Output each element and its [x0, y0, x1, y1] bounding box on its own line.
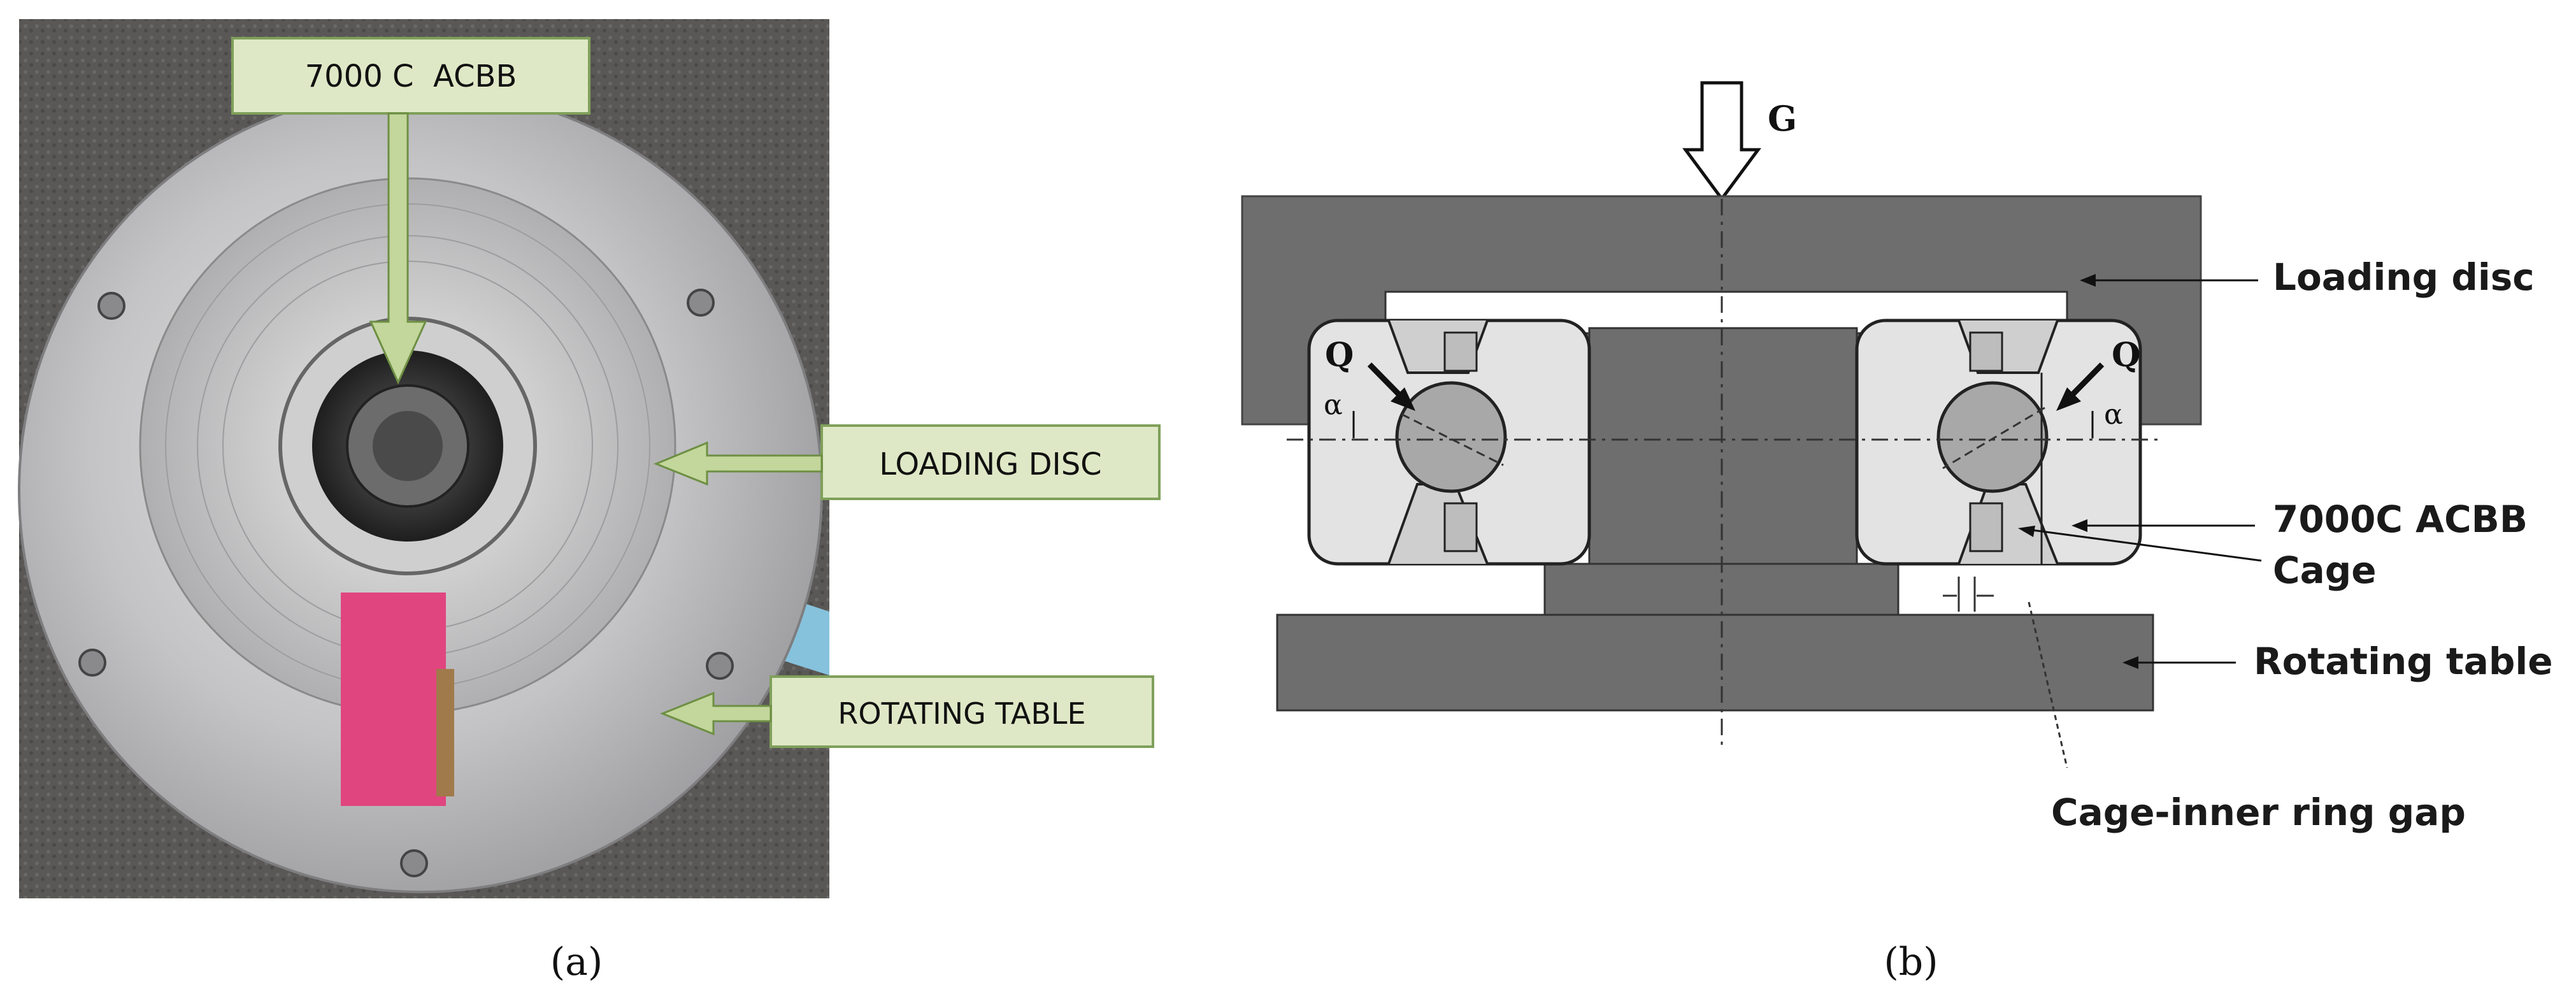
callout-bearing-text: 7000 C ACBB: [305, 59, 517, 94]
callout-bearing-arrow: [369, 112, 427, 385]
pink-marker: [341, 593, 446, 806]
screw-icons: [78, 289, 734, 877]
callout-bearing-box: [231, 37, 590, 115]
marker-edge: [436, 669, 454, 796]
callout-rotating-box: [769, 675, 1154, 748]
callout-rotating-text: ROTATING TABLE: [838, 696, 1085, 731]
callout-rotating-arrow: [659, 691, 772, 736]
bearing-shaft: [373, 411, 443, 481]
callout-loading-arrow: [654, 441, 823, 486]
callout-loading-box: [820, 424, 1161, 500]
callout-loading-text: LOADING DISC: [879, 447, 1101, 482]
caption-a: (a): [550, 940, 603, 984]
